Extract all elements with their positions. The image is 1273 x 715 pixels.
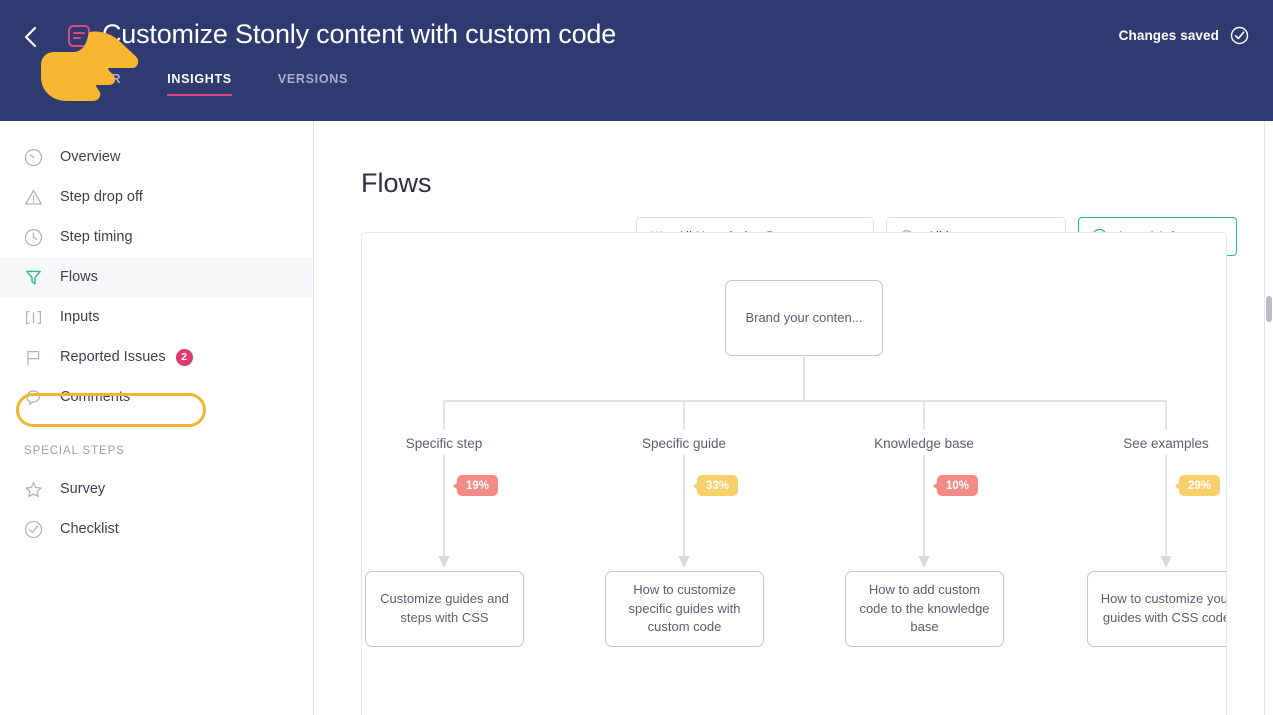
- branch-label: Specific step: [405, 436, 483, 451]
- flow-leaf-node[interactable]: How to customize specific guides with cu…: [605, 571, 764, 647]
- percentage-value: 10%: [946, 479, 970, 492]
- vertical-scrollbar[interactable]: [1264, 121, 1273, 715]
- sidebar-item-flows[interactable]: Flows: [0, 257, 313, 297]
- sidebar-item-label: Step timing: [60, 229, 133, 245]
- percentage-value: 29%: [1188, 479, 1212, 492]
- sidebar-item-label: Survey: [60, 481, 106, 497]
- save-status: Changes saved: [1119, 26, 1249, 45]
- check-circle-icon: [1230, 26, 1249, 45]
- percentage-badge: 33%: [692, 475, 739, 496]
- tab-editor[interactable]: EDITOR: [70, 72, 122, 86]
- comment-icon: [22, 386, 44, 408]
- app-header: Customize Stonly content with custom cod…: [0, 0, 1273, 121]
- branch-label: Knowledge base: [874, 436, 974, 451]
- flow-leaf-node[interactable]: How to add custom code to the knowledge …: [845, 571, 1004, 647]
- tab-versions[interactable]: VERSIONS: [277, 72, 349, 86]
- flows-diagram-panel: Brand your conten... Specific step Speci…: [361, 232, 1227, 715]
- scrollbar-thumb[interactable]: [1266, 296, 1272, 322]
- percentage-badge: 10%: [932, 475, 979, 496]
- page-title: Customize Stonly content with custom cod…: [102, 19, 617, 49]
- sidebar-item-overview[interactable]: Overview: [0, 137, 313, 177]
- clock-icon: [22, 226, 44, 248]
- flow-leaf-node[interactable]: How to customize your guides with CSS co…: [1087, 571, 1226, 647]
- percentage-badge: 29%: [1174, 475, 1221, 496]
- gauge-icon: [22, 146, 44, 168]
- sidebar-item-label: Inputs: [60, 309, 100, 325]
- percentage-value: 19%: [466, 479, 490, 492]
- save-status-label: Changes saved: [1118, 28, 1219, 43]
- sidebar-item-survey[interactable]: Survey: [0, 469, 313, 509]
- sidebar-section-title: SPECIAL STEPS: [24, 445, 125, 457]
- sidebar-item-label: Step drop off: [60, 189, 143, 205]
- page-heading: Flows: [361, 168, 432, 198]
- sidebar-item-label: Reported Issues: [60, 349, 166, 365]
- chevron-left-icon: [24, 26, 37, 48]
- sidebar-item-step-timing[interactable]: Step timing: [0, 217, 313, 257]
- funnel-icon: [22, 266, 44, 288]
- sidebar-item-label: Comments: [60, 389, 131, 405]
- branch-label: See examples: [1123, 436, 1209, 451]
- flow-leaf-node[interactable]: Customize guides and steps with CSS: [365, 571, 524, 647]
- branch-label: Specific guide: [641, 436, 727, 451]
- sidebar-item-label: Flows: [60, 269, 98, 285]
- tab-insights[interactable]: INSIGHTS: [167, 72, 232, 96]
- sidebar-item-reported-issues[interactable]: Reported Issues 2: [0, 337, 313, 377]
- sidebar-item-inputs[interactable]: Inputs: [0, 297, 313, 337]
- percentage-badge: 19%: [452, 475, 499, 496]
- brackets-icon: [22, 306, 44, 328]
- back-button[interactable]: [18, 22, 46, 52]
- flag-icon: [22, 346, 44, 368]
- percentage-value: 33%: [706, 479, 730, 492]
- sidebar-item-step-drop-off[interactable]: Step drop off: [0, 177, 313, 217]
- star-icon: [22, 478, 44, 500]
- sidebar-item-label: Checklist: [60, 521, 119, 537]
- guide-icon: [66, 23, 92, 49]
- flows-toolbar: Flows All Knowledge Bases ▾: [361, 168, 1241, 256]
- check-circle-icon: [22, 518, 44, 540]
- header-tabs: EDITOR INSIGHTS VERSIONS: [70, 72, 394, 96]
- sidebar-item-label: Overview: [60, 149, 121, 165]
- flow-root-node[interactable]: Brand your conten...: [725, 280, 883, 356]
- insights-sidebar: Overview Step drop off Step timing Flows: [0, 121, 314, 715]
- insights-main: Flows All Knowledge Bases ▾: [314, 121, 1273, 715]
- sidebar-item-comments[interactable]: Comments: [0, 377, 313, 417]
- warning-icon: [22, 186, 44, 208]
- sidebar-item-checklist[interactable]: Checklist: [0, 509, 313, 549]
- status-badge: 2: [175, 348, 193, 366]
